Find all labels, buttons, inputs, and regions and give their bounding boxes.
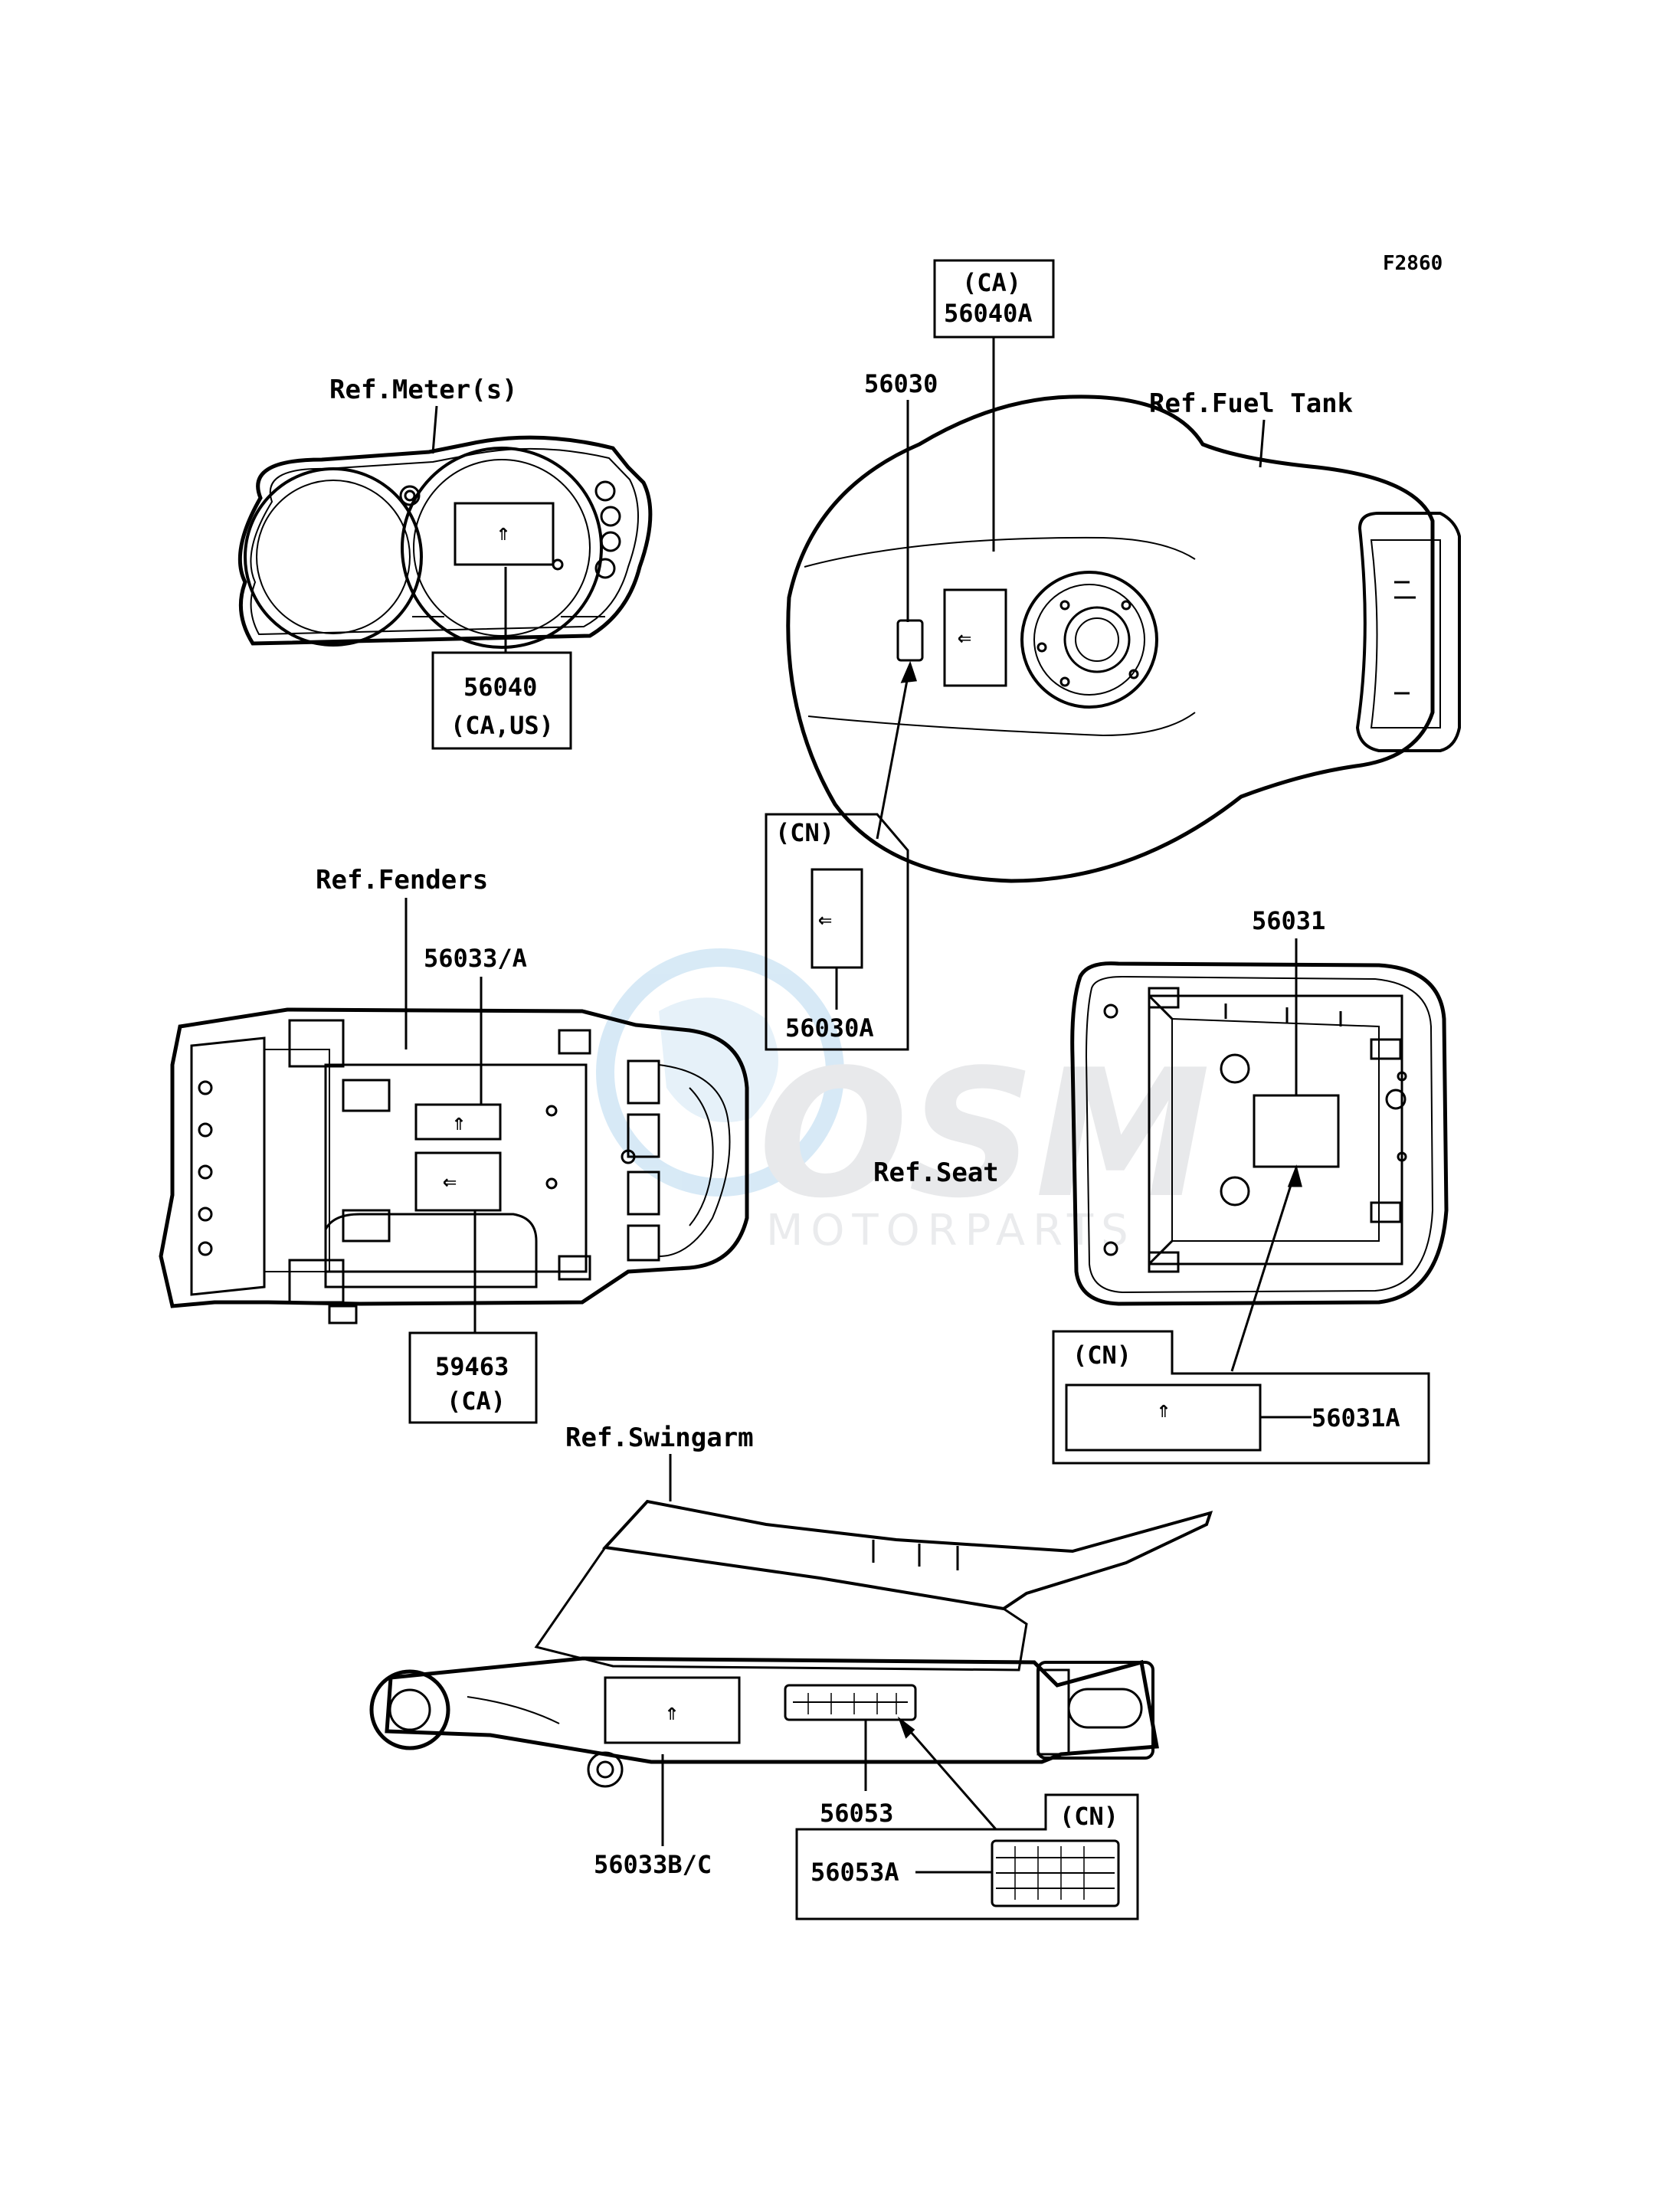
meter-label-56040 <box>454 502 555 566</box>
watermark-globe-icon <box>596 948 844 1197</box>
speedometer-dial <box>401 447 603 649</box>
seat-group: 56031 Ref.Seat (CN) ⇑ 56031A <box>873 906 1449 1465</box>
swingarm-main <box>385 1656 1159 1764</box>
watermark-brand: OSM <box>758 1033 1210 1237</box>
swingarm-callout-cn-part: 56053A <box>811 1858 899 1887</box>
meter-ref-label: Ref.Meter(s) <box>329 375 518 405</box>
fenders-part-59463: 59463 <box>435 1352 509 1381</box>
tank-label-56040A <box>943 588 1007 687</box>
indicator-light-icon <box>594 480 616 502</box>
fenders-callout-box <box>408 1331 538 1424</box>
seat-callout-cn-part: 56031A <box>1312 1403 1400 1432</box>
tank-label-arrow: ⇐ <box>958 624 971 651</box>
meter-region: (CA,US) <box>450 711 554 740</box>
meter-callout-box <box>431 651 572 750</box>
swingarm-label-56053 <box>784 1684 917 1721</box>
axle-slot <box>1067 1688 1143 1729</box>
meter-knob-icon <box>399 485 421 506</box>
fender-label-56033 <box>414 1103 502 1141</box>
indicator-light-icon <box>600 506 621 527</box>
swingarm-label-arrow: ⇑ <box>665 1699 679 1726</box>
swingarm-cn-label <box>991 1839 1120 1907</box>
indicator-light-icon <box>594 558 616 579</box>
fuel-tank-outline <box>786 395 1435 883</box>
meter-part-number: 56040 <box>463 673 537 702</box>
swingarm-group: Ref.Swingarm ⇑ 56033B/C 56053 (CN) 56053… <box>369 1423 1213 1920</box>
tank-callout-cn-box <box>765 813 909 1051</box>
fuel-tank-group: (CA) 56040A 56030 Ref.Fuel Tank ⇐ (CN) ⇐ <box>765 259 1461 1051</box>
meter-label-arrow: ⇑ <box>496 519 510 546</box>
watermark: OSM MOTORPARTS <box>596 948 1210 1256</box>
rear-frame-outline <box>159 1007 749 1308</box>
fender-label-59463 <box>414 1151 502 1212</box>
figure-code: F2860 <box>1383 252 1443 275</box>
fuel-filler-cap <box>1020 571 1158 709</box>
swingarm-part-56033bc: 56033B/C <box>594 1850 712 1879</box>
tank-ref-label: Ref.Fuel Tank <box>1149 388 1353 419</box>
pivot-bushing <box>369 1669 450 1750</box>
fenders-part-59463-region: (CA) <box>447 1387 506 1416</box>
swingarm-callout-cn-box <box>795 1793 1139 1920</box>
fenders-ref-label: Ref.Fenders <box>316 865 488 895</box>
swingarm-label-56033bc <box>604 1676 741 1744</box>
tank-callout-ca-part: 56040A <box>944 299 1033 328</box>
tank-cn-label-arrow: ⇐ <box>818 906 832 933</box>
swingarm-part-56053: 56053 <box>820 1799 893 1828</box>
tank-callout-ca-region: (CA) <box>962 268 1021 297</box>
tank-callout-cn-part: 56030A <box>785 1013 874 1043</box>
fender-label-arrow-left: ⇐ <box>443 1168 457 1195</box>
tank-label-56030 <box>896 619 924 662</box>
fenders-part-56033: 56033/A <box>424 944 527 973</box>
swingarm-ref-label: Ref.Swingarm <box>565 1423 754 1453</box>
seat-callout-cn-box <box>1052 1330 1430 1465</box>
tank-part-56030: 56030 <box>864 369 938 398</box>
seat-callout-cn-region: (CN) <box>1073 1341 1131 1370</box>
fenders-group: Ref.Fenders 56033/A ⇑ ⇐ 59463 (CA) <box>159 865 749 1424</box>
meter-group: Ref.Meter(s) ⇑ 56040 (CA,US) <box>237 375 653 750</box>
fender-label-arrow-up: ⇑ <box>452 1109 466 1136</box>
seat-cn-label-arrow: ⇑ <box>1157 1396 1171 1423</box>
watermark-sub: MOTORPARTS <box>766 1206 1136 1256</box>
seat-ref-label: Ref.Seat <box>873 1157 999 1188</box>
seat-label-56031 <box>1253 1094 1340 1168</box>
indicator-light-icon <box>600 531 621 552</box>
swingarm-callout-cn-region: (CN) <box>1059 1802 1118 1831</box>
seat-outline <box>1070 961 1449 1306</box>
seat-part-56031: 56031 <box>1252 906 1325 935</box>
meter-cluster-outline <box>237 435 653 646</box>
tank-callout-cn-region: (CN) <box>775 818 834 847</box>
tachometer-dial <box>244 467 423 647</box>
tank-rear-mount <box>1355 512 1461 752</box>
